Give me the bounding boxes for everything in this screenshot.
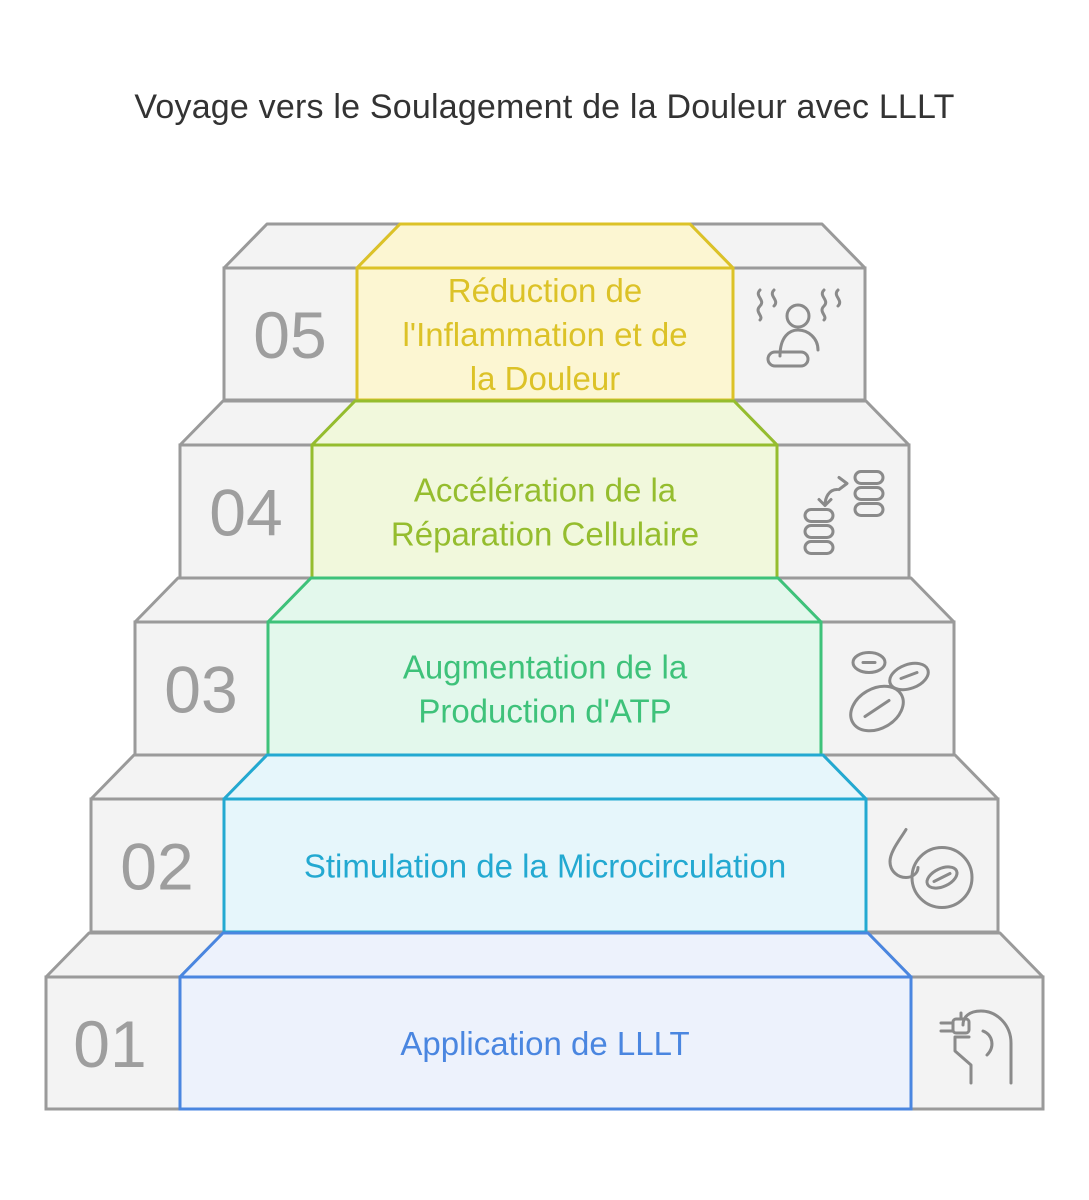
step-tread	[178, 931, 913, 979]
step-label: la Douleur	[470, 360, 620, 397]
step-03: 03 Augmentation de la Production d'ATP	[133, 576, 956, 757]
step-label: Production d'ATP	[418, 693, 671, 730]
left-riser	[133, 620, 270, 757]
step-tread	[355, 222, 735, 270]
step-label: Réparation Cellulaire	[391, 516, 699, 553]
right-riser	[909, 975, 1045, 1111]
cell-exchange-icon	[803, 470, 885, 555]
step-riser	[266, 620, 823, 757]
step-label: Stimulation de la Microcirculation	[304, 848, 786, 885]
right-riser	[731, 266, 867, 402]
right-riser	[864, 797, 1000, 934]
step-number: 02	[120, 830, 193, 904]
step-number: 05	[253, 298, 326, 372]
left-riser	[44, 975, 182, 1111]
step-tread	[266, 576, 823, 624]
step-02: 02 Stimulation de la Microcirculation	[89, 753, 1000, 934]
left-riser	[89, 797, 226, 934]
person-relief-icon	[756, 288, 842, 368]
blood-drop-cell-icon	[888, 828, 974, 909]
right-riser	[819, 620, 956, 757]
hand-device-icon	[939, 1009, 1013, 1085]
step-label: Réduction de	[448, 272, 642, 309]
step-label: l'Inflammation et de	[402, 316, 687, 353]
step-05: 05 Réduction de l'Inflammation et de la Dou…	[222, 222, 867, 402]
page-title: Voyage vers le Soulagement de la Douleur…	[134, 88, 955, 126]
step-riser	[355, 266, 735, 402]
step-01: 01 Application de LLLT	[44, 931, 1045, 1111]
step-riser	[178, 975, 913, 1111]
step-04: 04 Accélération de la Réparation Cellulair…	[178, 399, 911, 580]
right-riser	[775, 443, 911, 580]
step-number: 03	[164, 653, 237, 727]
step-tread	[222, 753, 868, 801]
cells-icon	[849, 651, 930, 733]
step-label: Accélération de la	[414, 472, 677, 509]
step-label: Application de LLLT	[400, 1025, 689, 1062]
step-riser	[222, 797, 868, 934]
step-number: 01	[73, 1007, 146, 1081]
step-number: 04	[209, 476, 282, 550]
step-label: Augmentation de la	[403, 649, 688, 686]
step-riser	[310, 443, 779, 580]
step-tread	[310, 399, 779, 447]
